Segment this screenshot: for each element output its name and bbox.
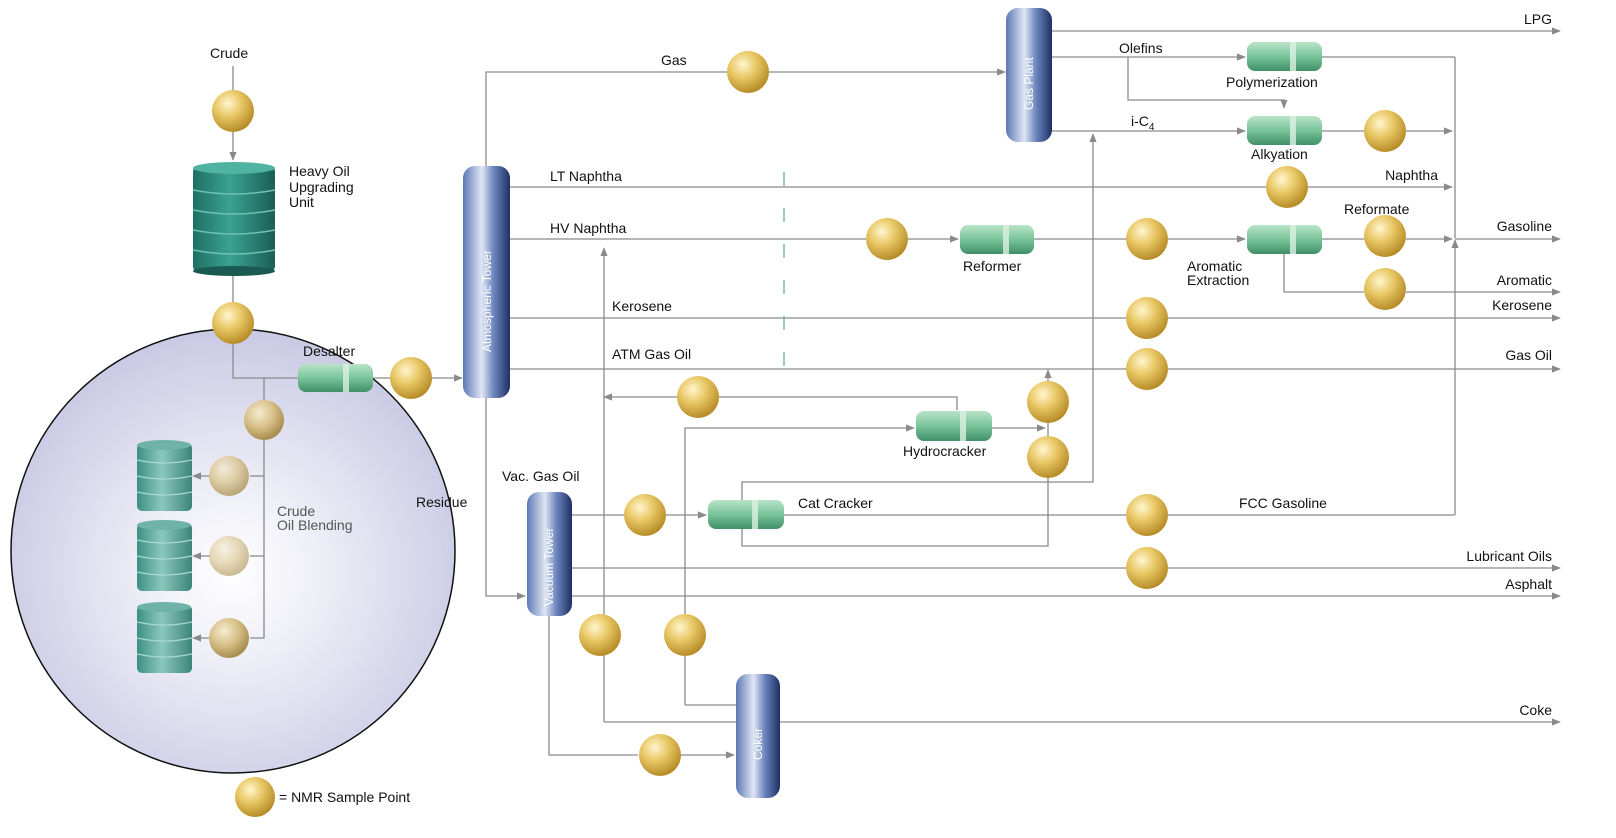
sample-point — [677, 376, 719, 418]
hydrocracker-label: Hydrocracker — [903, 443, 987, 459]
crude-blending-label-2: Oil Blending — [277, 517, 353, 533]
product-asphalt: Asphalt — [1505, 576, 1552, 592]
lt-naphtha-label: LT Naphtha — [550, 168, 622, 184]
heavy-oil-label-1: Heavy Oil — [289, 163, 350, 179]
sample-point — [209, 618, 249, 658]
desalter-label: Desalter — [303, 343, 355, 359]
flow-lines — [192, 27, 1561, 759]
alkyation-vessel — [1247, 116, 1322, 145]
vacuum-tower: Vacuum Tower — [527, 492, 572, 616]
blend-barrel-3 — [136, 602, 193, 673]
alkyation-label: Alkyation — [1251, 146, 1308, 162]
reformer-vessel — [960, 225, 1034, 254]
sample-point — [579, 614, 621, 656]
sample-point — [1126, 218, 1168, 260]
sample-point — [209, 456, 249, 496]
hydrocracker-vessel — [916, 411, 992, 441]
sample-point — [1126, 297, 1168, 339]
sample-point — [244, 400, 284, 440]
residue-label: Residue — [416, 494, 468, 510]
legend-sample-icon — [235, 777, 275, 817]
sample-point — [1126, 547, 1168, 589]
product-kerosene: Kerosene — [1492, 297, 1552, 313]
sample-points — [209, 51, 1406, 817]
cat-cracker-vessel — [708, 500, 784, 529]
sample-point — [212, 302, 254, 344]
sample-point — [664, 614, 706, 656]
sample-point — [390, 357, 432, 399]
kerosene-stream-label: Kerosene — [612, 298, 672, 314]
coker-tower: Coker — [736, 674, 780, 798]
polymerization-vessel — [1247, 42, 1322, 71]
crude-label: Crude — [210, 45, 248, 61]
reformate-label: Reformate — [1344, 201, 1410, 217]
ic4-label: i-C4 — [1131, 113, 1155, 133]
atmospheric-tower-label: Atmospheric Tower — [480, 250, 494, 352]
heavy-oil-barrel — [192, 162, 276, 276]
atmospheric-tower: Atmospheric Tower — [463, 166, 510, 398]
sample-point — [209, 536, 249, 576]
gas-plant-label: Gas Plant — [1022, 57, 1036, 110]
sample-point — [1266, 166, 1308, 208]
labels: Crude Heavy Oil Upgrading Unit Desalter … — [210, 11, 1552, 805]
aromatic-extraction-label-1: Aromatic — [1187, 258, 1242, 274]
heavy-oil-label-2: Upgrading — [289, 179, 354, 195]
sample-point — [727, 51, 769, 93]
aromatic-extraction-label-2: Extraction — [1187, 272, 1249, 288]
sample-point — [1126, 494, 1168, 536]
sample-point — [624, 494, 666, 536]
fcc-gasoline-label: FCC Gasoline — [1239, 495, 1327, 511]
olefins-label: Olefins — [1119, 40, 1163, 56]
vacuum-tower-label: Vacuum Tower — [542, 528, 556, 606]
sample-point — [1027, 381, 1069, 423]
hv-naphtha-label: HV Naphtha — [550, 220, 626, 236]
crude-blending-label-1: Crude — [277, 503, 315, 519]
blend-barrel-1 — [136, 440, 193, 511]
vac-gas-oil-label: Vac. Gas Oil — [502, 468, 580, 484]
legend-text: = NMR Sample Point — [279, 789, 410, 805]
sample-point — [1027, 436, 1069, 478]
sample-point — [1364, 215, 1406, 257]
sample-point — [866, 218, 908, 260]
blend-barrel-2 — [136, 520, 193, 591]
reformer-label: Reformer — [963, 258, 1022, 274]
product-naphtha: Naphtha — [1385, 167, 1438, 183]
heavy-oil-label-3: Unit — [289, 194, 314, 210]
polymerization-label: Polymerization — [1226, 74, 1318, 90]
sample-point — [1364, 110, 1406, 152]
sample-point — [1364, 268, 1406, 310]
sample-point — [212, 90, 254, 132]
product-lpg: LPG — [1524, 11, 1552, 27]
gas-label: Gas — [661, 52, 687, 68]
product-aromatic: Aromatic — [1497, 272, 1552, 288]
aromatic-extraction-vessel — [1247, 225, 1322, 254]
coker-label: Coker — [751, 728, 765, 760]
sample-point — [639, 734, 681, 776]
product-gas-oil: Gas Oil — [1505, 347, 1552, 363]
gas-plant-tower: Gas Plant — [1006, 8, 1052, 142]
atm-gas-oil-label: ATM Gas Oil — [612, 346, 691, 362]
desalter-vessel — [298, 364, 373, 392]
sample-point — [1126, 348, 1168, 390]
product-lubricant-oils: Lubricant Oils — [1466, 548, 1552, 564]
product-gasoline: Gasoline — [1497, 218, 1552, 234]
product-coke: Coke — [1519, 702, 1552, 718]
cat-cracker-label: Cat Cracker — [798, 495, 873, 511]
